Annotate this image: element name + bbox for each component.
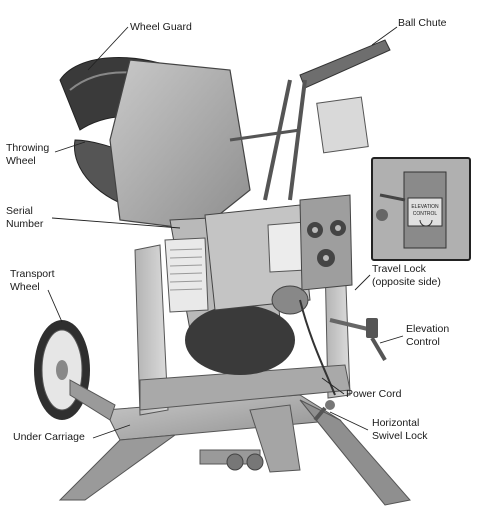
ball-chute: [229, 39, 391, 201]
inset-plate-line-2: CONTROL: [413, 211, 438, 217]
label-elevation-control: Elevation Control: [406, 323, 450, 348]
label-under-carriage: Under Carriage: [13, 431, 85, 443]
label-transport-wheel: Transport Wheel: [10, 268, 55, 293]
power-cord: [299, 299, 336, 396]
label-serial-number: Serial Number: [6, 205, 44, 230]
main-frame: [134, 244, 351, 416]
machine-head: [109, 59, 311, 375]
inset-plate-line-1: ELEVATION: [411, 204, 439, 210]
label-horizontal-swivel-lock: Horizontal Swivel Lock: [372, 417, 428, 442]
label-wheel-guard: Wheel Guard: [130, 21, 192, 33]
control-panel: [299, 96, 369, 291]
elevation-crank: [329, 318, 387, 362]
transport-wheel: [34, 320, 116, 421]
label-ball-chute: Ball Chute: [398, 17, 447, 29]
swivel-lock: [313, 400, 335, 422]
label-travel-lock: Travel Lock (opposite side): [372, 263, 441, 288]
label-power-cord: Power Cord: [346, 388, 402, 400]
leader-lines: [47, 26, 404, 439]
label-throwing-wheel: Throwing Wheel: [6, 142, 50, 167]
elevation-inset: ELEVATION CONTROL: [371, 157, 471, 261]
